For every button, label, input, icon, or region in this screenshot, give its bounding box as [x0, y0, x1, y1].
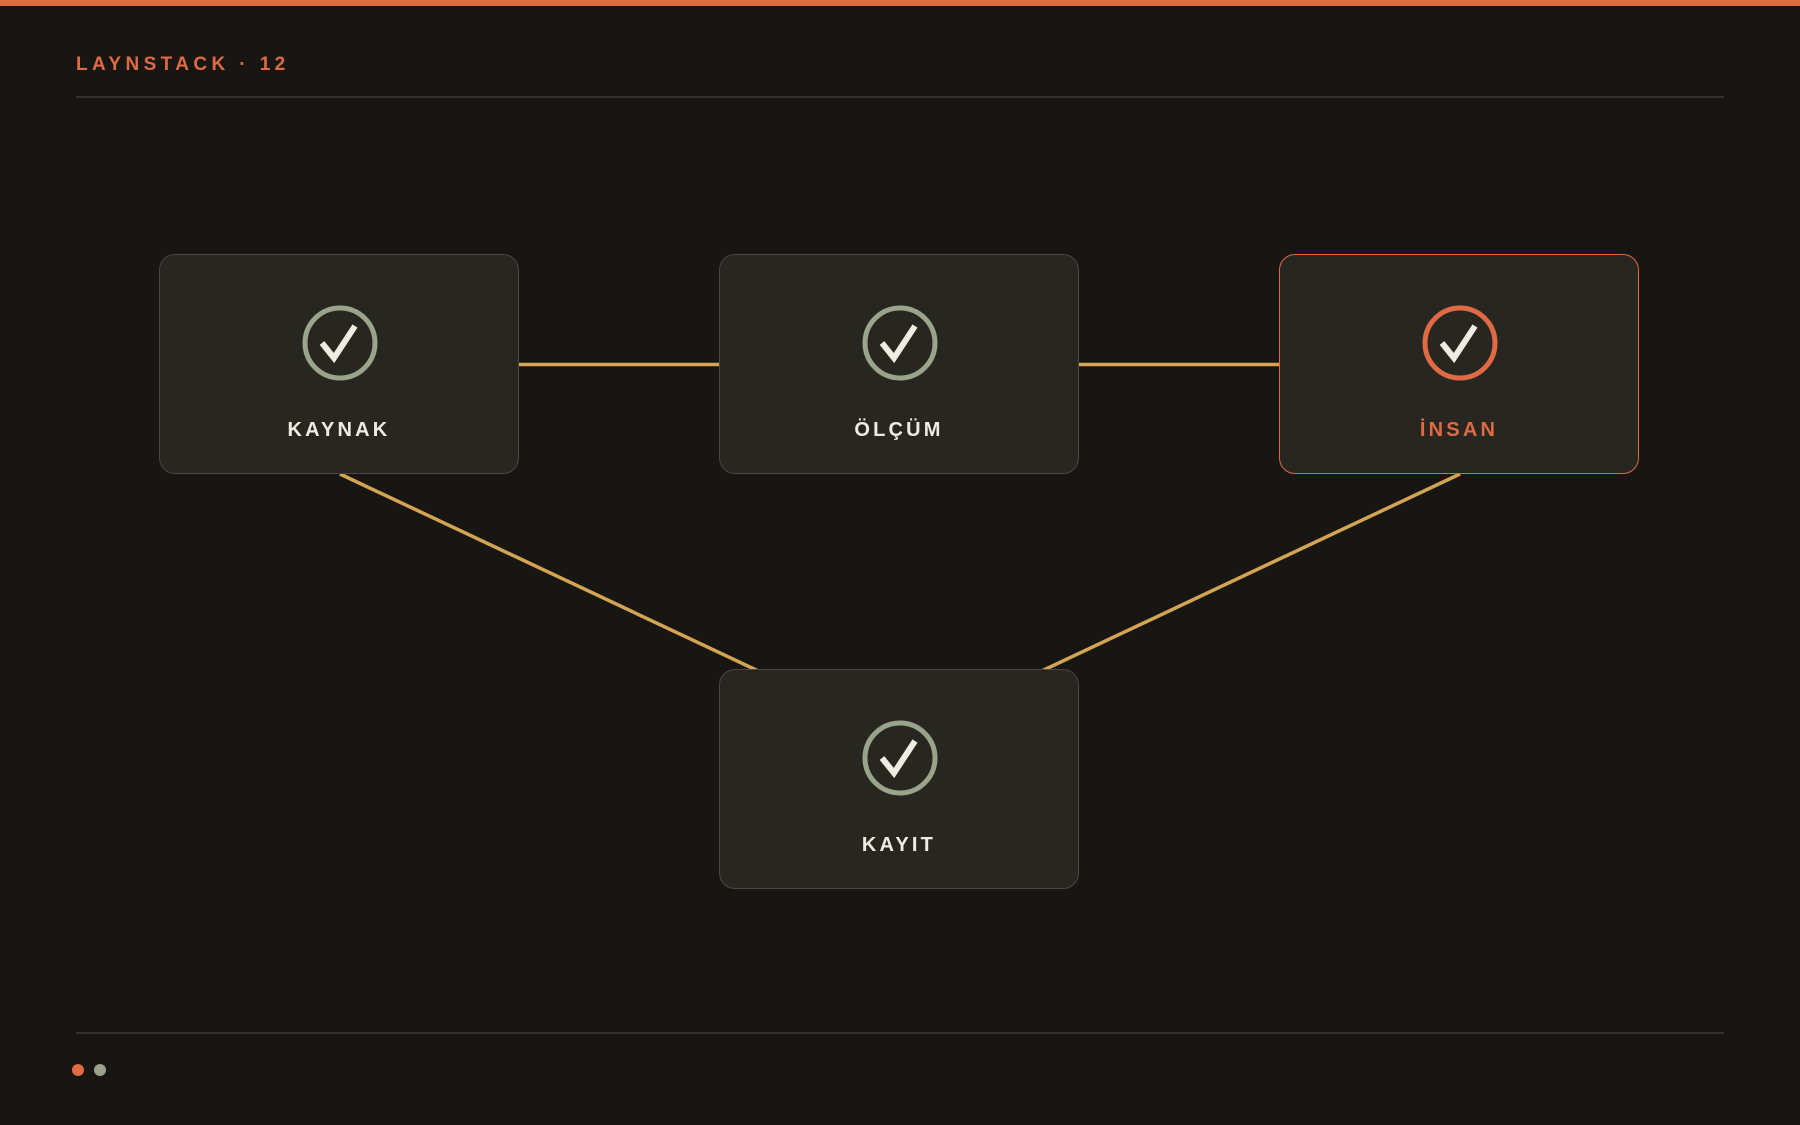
node-label: İNSAN [1419, 419, 1499, 441]
pagination-dot-active[interactable] [72, 1064, 84, 1076]
node-kaynak[interactable]: KAYNAK [159, 254, 519, 474]
edge-kaynak-kayit [339, 472, 821, 702]
node-insan[interactable]: İNSAN [1279, 254, 1639, 474]
node-label: KAYNAK [287, 419, 391, 441]
page-title: LAYNSTACK · 12 [76, 54, 290, 75]
header-divider [76, 96, 1724, 98]
footer-divider [76, 1032, 1724, 1034]
check-circle-icon [862, 720, 938, 796]
node-label: KAYIT [861, 834, 937, 856]
check-circle-icon [302, 305, 378, 381]
pagination-dot-inactive[interactable] [94, 1064, 106, 1076]
check-circle-icon [1422, 305, 1498, 381]
edge-insan-kayit [979, 472, 1461, 702]
node-kayit[interactable]: KAYIT [719, 669, 1079, 889]
node-label: ÖLÇÜM [854, 419, 944, 441]
check-circle-icon [862, 305, 938, 381]
top-accent-bar [0, 0, 1800, 6]
node-olcum[interactable]: ÖLÇÜM [719, 254, 1079, 474]
